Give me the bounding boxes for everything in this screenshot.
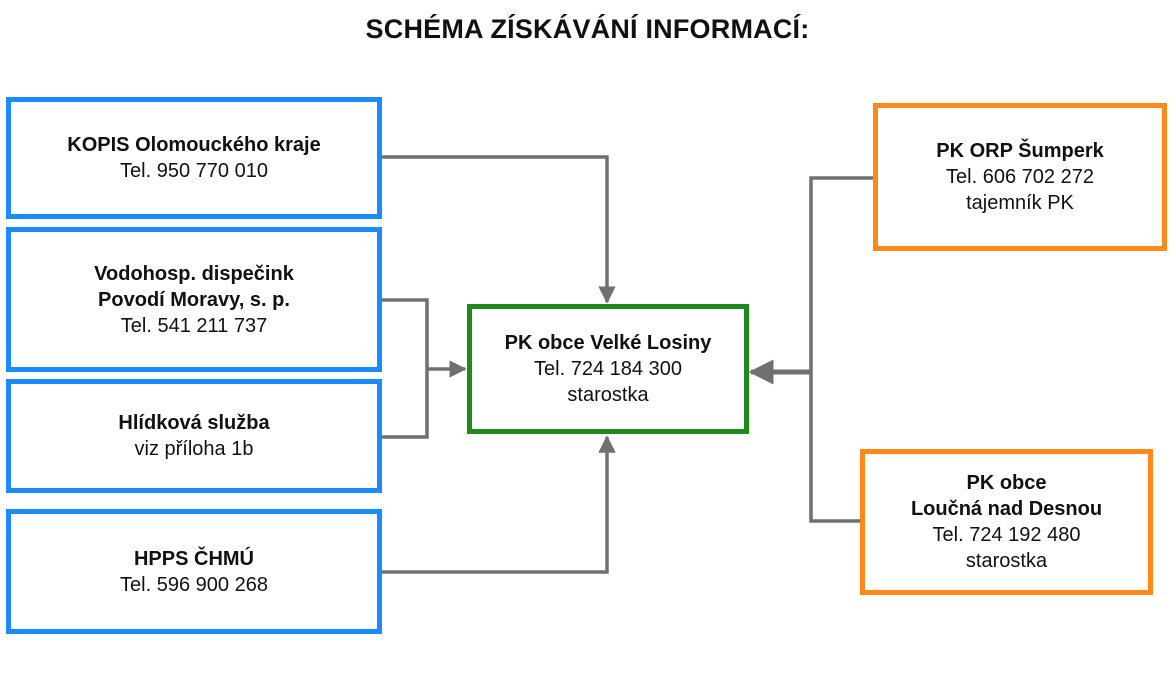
box-hpps-phone: Tel. 596 900 268 [120,573,268,596]
box-center-role: starostka [567,384,649,406]
box-center-name: PK obce Velké Losiny [504,332,712,354]
connector-hlidkova [382,369,429,439]
box-povodi-org: Povodí Moravy, s. p. [98,288,290,311]
box-loucna-phone: Tel. 724 192 480 [932,524,1081,546]
box-hpps-name: HPPS ČHMÚ [133,547,254,570]
connector-loucna [809,372,862,523]
box-kopis-phone: Tel. 950 770 010 [120,160,268,182]
connector-orp [809,176,876,372]
box-povodi: Vodohosp. dispečink Povodí Moravy, s. p.… [6,227,382,372]
box-povodi-phone: Tel. 541 211 737 [120,314,268,337]
box-povodi-name: Vodohosp. dispečink [94,262,294,285]
box-hlidkova-name: Hlídková služba [118,412,270,434]
box-hlidkova-note: viz příloha 1b [134,438,254,460]
box-hlidkova: Hlídková služba viz příloha 1b [6,379,382,493]
connector-hpps [382,435,616,574]
box-kopis-name: KOPIS Olomouckého kraje [67,134,321,156]
box-orp-phone: Tel. 606 702 272 [946,166,1094,188]
box-center-phone: Tel. 724 184 300 [534,358,682,380]
box-loucna-name2: Loučná nad Desnou [910,498,1103,520]
box-loucna-role: starostka [965,550,1048,572]
box-orp-role: tajemník PK [966,192,1074,214]
box-loucna: PK obce Loučná nad Desnou Tel. 724 192 4… [860,449,1153,595]
box-orp: PK ORP Šumperk Tel. 606 702 272 tajemník… [873,103,1167,251]
connector-povodi [382,298,429,369]
connector-kopis [382,155,616,304]
diagram-title: SCHÉMA ZÍSKÁVÁNÍ INFORMACÍ: [365,14,810,44]
box-loucna-name1: PK obce [966,472,1047,494]
box-hpps: HPPS ČHMÚ Tel. 596 900 268 [6,509,382,634]
box-center: PK obce Velké Losiny Tel. 724 184 300 st… [467,304,749,434]
box-orp-name: PK ORP Šumperk [936,140,1104,162]
box-kopis: KOPIS Olomouckého kraje Tel. 950 770 010 [6,97,382,219]
